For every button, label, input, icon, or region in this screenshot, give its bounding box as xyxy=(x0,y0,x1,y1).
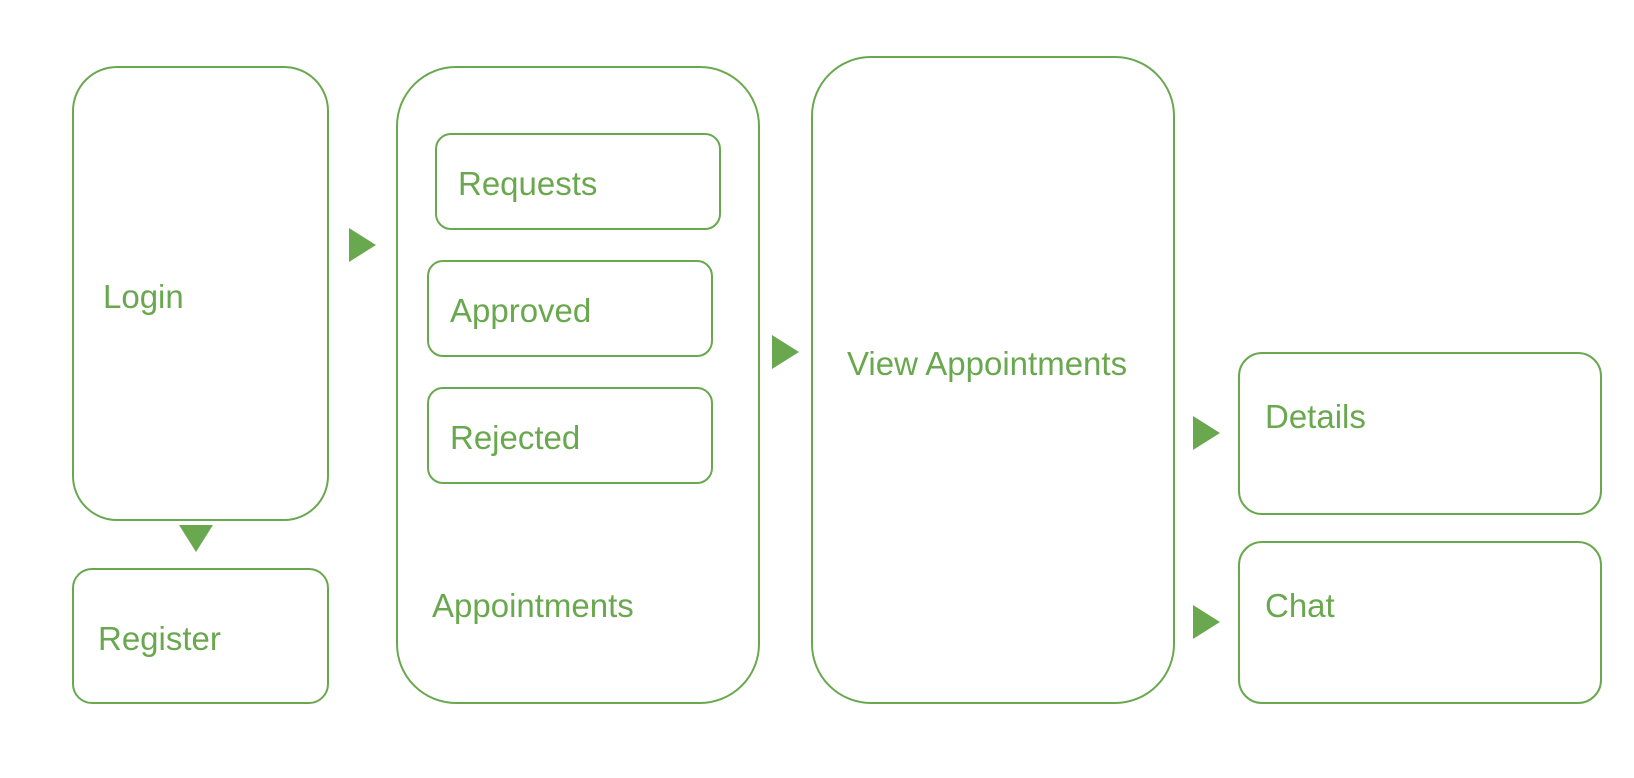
rejected-box[interactable]: Rejected xyxy=(427,387,713,484)
arrow-view-to-details xyxy=(1193,416,1220,450)
view-appointments-screen-box[interactable]: View Appointments xyxy=(811,56,1175,704)
details-label: Details xyxy=(1265,398,1366,435)
approved-label: Approved xyxy=(450,292,592,329)
appointments-label: Appointments xyxy=(432,587,634,624)
arrow-login-to-register xyxy=(179,525,213,552)
requests-label: Requests xyxy=(458,165,598,202)
rejected-label: Rejected xyxy=(450,419,581,456)
register-label: Register xyxy=(98,620,221,657)
view-appointments-label: View Appointments xyxy=(847,345,1128,382)
requests-box[interactable]: Requests xyxy=(435,133,721,230)
chat-label: Chat xyxy=(1265,587,1335,624)
chat-box[interactable]: Chat xyxy=(1238,541,1602,704)
approved-box[interactable]: Approved xyxy=(427,260,713,357)
arrow-login-to-appointments xyxy=(349,228,376,262)
register-screen-box[interactable]: Register xyxy=(72,568,329,704)
arrow-appointments-to-view xyxy=(772,335,799,369)
details-box[interactable]: Details xyxy=(1238,352,1602,515)
login-screen-box[interactable]: Login xyxy=(72,66,329,521)
arrow-view-to-chat xyxy=(1193,605,1220,639)
login-label: Login xyxy=(103,278,184,315)
